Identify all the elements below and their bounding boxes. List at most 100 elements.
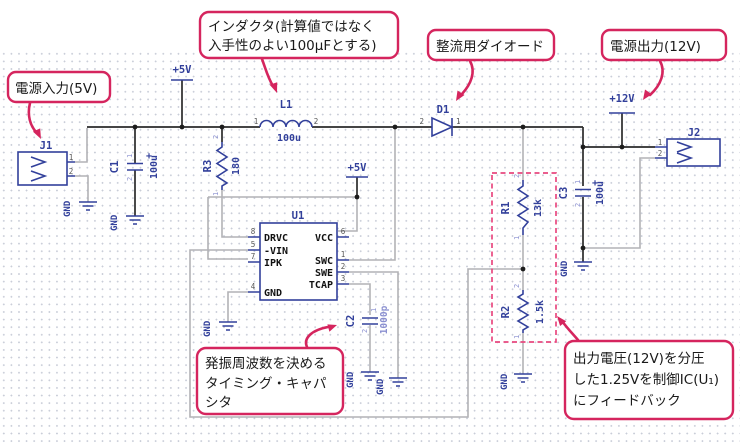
power-5v-label: +5V [173,64,193,76]
wire-j1-pin1-riser [75,128,88,163]
arrow-diode [460,59,474,96]
resistor-r1: R1 13k 2 1 [500,174,544,240]
callout-diode: 整流用ダイオード [426,28,556,62]
wire-u1-gnd [227,291,248,322]
wire-j2-pin2-return [584,157,655,249]
wire-feedback-loop [189,249,523,418]
callout-text: 電源出力(12V) [610,39,701,55]
d1-ref: D1 [437,104,450,116]
r2-value: 1.5k [535,300,546,324]
arrow-timing [304,325,330,349]
wires-gray [75,128,655,418]
d1-triangle-icon [431,116,454,138]
gnd-c2: GND [346,371,379,388]
j1-body [17,151,68,186]
l1-pin1-num: 1 [254,117,259,126]
callout-text-line2: 入手性のよい100μFとする) [208,38,376,54]
j1-pin1-num: 1 [69,153,74,162]
gnd-c3: GND [560,260,592,277]
wires-dark [87,80,655,262]
connector-j2: J2 1 2 [655,127,721,167]
c1-plus: + [146,151,152,162]
c3-pin2-num: 2 [574,203,582,207]
gnd-label: GND [110,214,120,231]
gnd-label: GND [63,200,73,217]
u1-ref: U1 [292,210,305,222]
c3-pin1-num: 1 [574,180,582,184]
gnd-u1: GND [203,320,237,337]
callout-timing: 発振周波数を決める タイミング・キャパ シタ [195,346,345,416]
c1-ref: C1 [109,161,121,174]
u1-pin4-num: 4 [251,282,256,291]
d1-pin2-num: 2 [419,117,424,126]
r3-ref: R3 [202,160,214,173]
gnd-c1: GND [110,214,144,231]
c3-ref: C3 [558,187,570,200]
u1-pin3-num: 3 [341,274,346,283]
gnd-label: GND [560,260,570,277]
callout-box [426,28,556,62]
power-5v-label: +5V [348,162,368,174]
callout-box [6,70,112,104]
u1-pin7-name: IPK [264,258,282,269]
j2-ref: J2 [688,127,701,139]
r1-pin1-num: 1 [513,236,521,240]
wire-swe-drop [349,271,399,378]
divider-highlight-box [491,172,557,343]
wire-tcap-c2 [349,283,371,372]
wire-net-vcc-ipk-drvc [207,190,358,260]
gnd-symbols: GND GND GND GND GND GND [63,200,592,395]
c1-pin2-num: 2 [126,177,134,181]
u1-pin7-num: 7 [251,252,256,261]
u1-pin1-name: SWC [315,256,333,267]
wire-swc-riser [349,128,396,261]
power-symbol-12v: +12V [609,93,635,114]
capacitor-c2: C2 1000p 1 2 [345,305,390,334]
callout-box [600,28,728,62]
gnd-r2: GND [500,373,532,390]
j1-chevron-icon [30,156,48,182]
u1-pin2-num: 2 [341,262,346,271]
j2-chevron-icon [676,141,694,164]
u1-pin8-name: DRVC [264,233,288,244]
c2-ref: C2 [345,315,357,328]
callout-box [198,10,400,60]
l1-ref: L1 [280,99,293,111]
r3-value: 180 [231,157,242,175]
callout-power-out: 電源出力(12V) [600,28,728,62]
gnd-swe: GND [376,377,407,395]
c3-plates-icon [575,188,591,197]
u1-pin5-name: -VIN [264,246,288,257]
j1-ref: J1 [40,140,53,152]
r3-pin1-num: 1 [212,192,220,196]
u1-pin3-name: TCAP [309,280,333,291]
resistor-r2: R2 1.5k 2 1 [500,284,546,339]
capacitor-c1: + C1 100u 1 2 [109,151,160,181]
callout-box [195,346,345,416]
c3-value: 100u [595,181,606,205]
power-symbol-5v-main: +5V [171,64,193,81]
callout-arrows [27,57,664,349]
power-symbol-5v-u1: +5V [346,162,368,178]
gnd-label: GND [346,371,356,388]
c1-value: 100u [149,155,160,179]
c1-pin1-num: 1 [126,154,134,158]
r1-value: 13k [533,199,544,217]
r2-ref: R2 [500,306,512,319]
arrow-power-out [648,59,664,97]
r1-pin2-num: 2 [513,174,521,178]
junction-dots [132,124,625,272]
gnd-label: GND [376,378,386,395]
gnd-label: GND [203,320,213,337]
inductor-l1: L1 100u 1 2 [254,99,319,144]
callout-inductor: インダクタ(計算値ではなく 入手性のよい100μFとする) [198,10,400,60]
u1-pin6-name: VCC [315,233,333,244]
u1-pin2-name: SWE [315,268,333,279]
j2-pin2-num: 2 [658,149,663,158]
wire-output-bus [582,127,655,148]
u1-pin6-num: 6 [341,227,346,236]
callout-box [563,339,735,421]
callout-text-line1: インダクタ(計算値ではなく [208,19,375,35]
